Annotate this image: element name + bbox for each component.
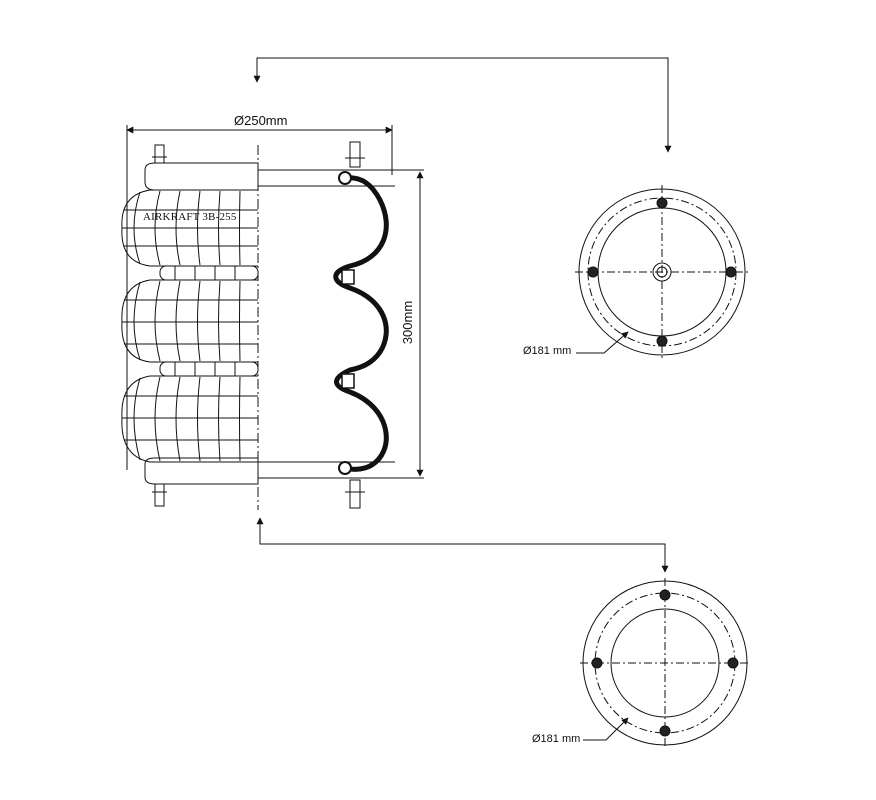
bolt-hole-icon [656,335,668,347]
bellows-section-view [333,141,389,509]
bolt-hole-icon [727,657,739,669]
top-plate-view [575,185,750,360]
bolt-hole-icon [591,657,603,669]
diameter-dimension [126,125,393,470]
bolt-hole-icon [725,266,737,278]
bolt-hole-icon [656,197,668,209]
height-label: 300mm [400,300,416,345]
product-marking: AIRKRAFT 3B-255 [143,211,237,223]
bottom-plate-diameter-label: Ø181 mm [532,733,581,745]
bolt-hole-icon [587,266,599,278]
top-plate-diameter-label: Ø181 mm [523,345,572,357]
bellows-side-view [121,144,395,507]
bottom-view-leader [256,517,669,573]
bottom-plate-view [580,578,750,748]
diameter-label: Ø250mm [234,113,288,128]
height-dimension [372,169,424,479]
top-view-leader [253,57,672,153]
bolt-hole-icon [659,725,671,737]
bolt-hole-icon [659,589,671,601]
